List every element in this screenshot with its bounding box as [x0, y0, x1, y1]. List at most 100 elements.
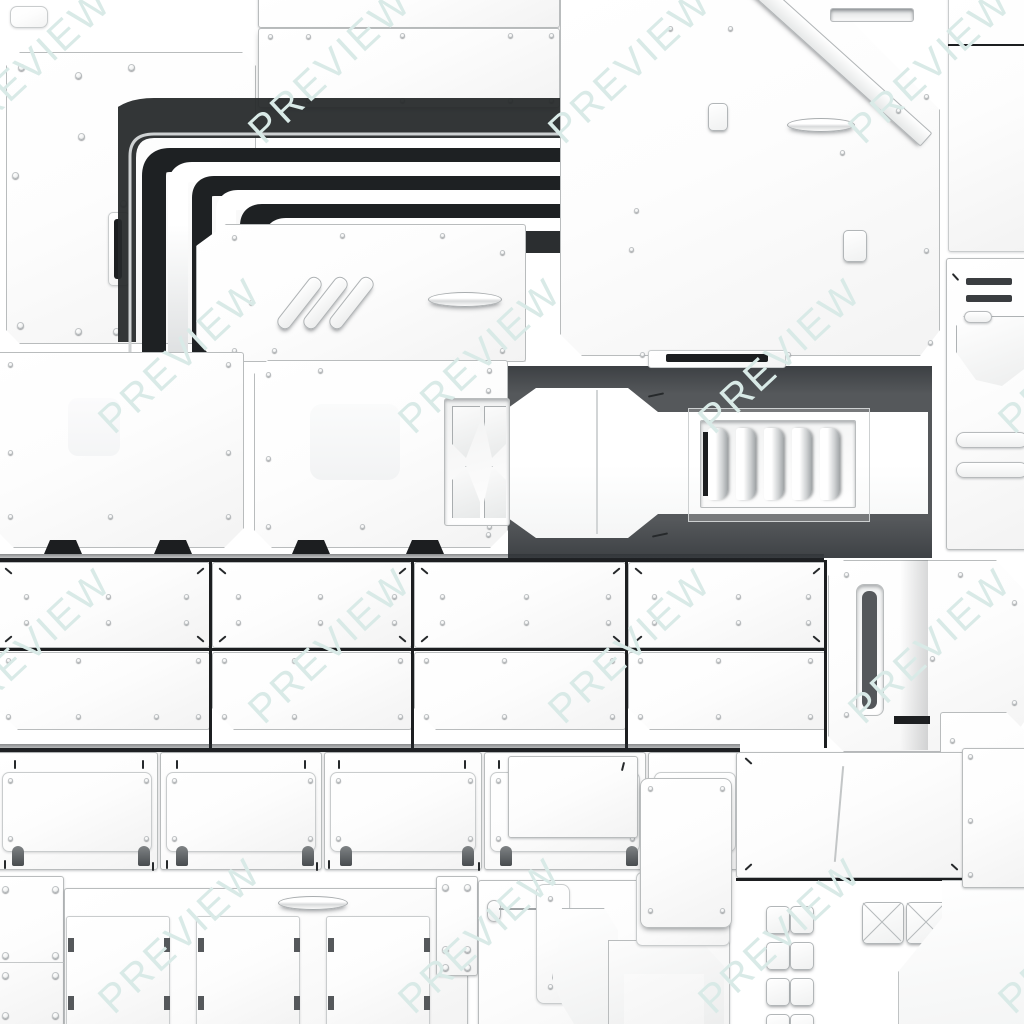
rivet	[52, 886, 59, 893]
panel-divider	[824, 560, 827, 748]
cap-button	[766, 978, 790, 1006]
top-left-tab	[10, 6, 48, 28]
rivet	[896, 108, 901, 113]
rivet	[652, 594, 657, 599]
rivet	[52, 972, 59, 979]
rivet	[806, 594, 811, 599]
right-slot	[862, 591, 877, 709]
bottom-right-left-plate	[508, 756, 638, 838]
rivet	[720, 786, 725, 791]
rivet	[508, 98, 513, 103]
rivet	[487, 524, 492, 529]
rivet	[548, 896, 553, 901]
rivet	[668, 26, 673, 31]
tick-mark	[14, 760, 16, 769]
rivet	[500, 348, 505, 353]
bottom-left-side-plate	[0, 876, 64, 1024]
rivet	[184, 594, 189, 599]
rivet	[606, 594, 611, 599]
door-latch	[424, 996, 430, 1010]
door-latch	[68, 996, 74, 1010]
vent-fin	[792, 428, 812, 500]
crossed-module-x-icon	[862, 902, 946, 942]
rivet	[610, 658, 615, 663]
rivet	[728, 26, 733, 31]
rivet	[442, 964, 449, 971]
rivet	[638, 714, 643, 719]
cap-button	[790, 906, 814, 934]
panel-divider	[209, 560, 212, 748]
rivet	[236, 620, 241, 625]
armour-panel-upper	[628, 562, 826, 648]
rivet	[172, 778, 177, 783]
rivet	[292, 714, 297, 719]
rivet	[2, 972, 9, 979]
top-right-edge-plate	[948, 0, 1024, 252]
tick-mark	[464, 760, 466, 769]
rivet	[172, 836, 177, 841]
rivet	[524, 594, 529, 599]
rivet	[508, 33, 513, 38]
top-right-slot	[830, 8, 914, 22]
door-latch	[328, 938, 334, 952]
rivet	[222, 658, 227, 663]
rivet	[249, 300, 254, 305]
rivet	[336, 836, 341, 841]
bottom-door	[66, 916, 170, 1024]
mech-knob	[487, 900, 501, 922]
rivet	[268, 34, 273, 39]
bottom-left-seam	[0, 962, 64, 963]
rivet	[154, 714, 159, 719]
rivet	[75, 72, 82, 79]
mech-arm	[552, 908, 618, 1024]
rivet	[648, 786, 653, 791]
rivet	[360, 524, 365, 529]
rivet	[424, 658, 429, 663]
door-latch	[164, 996, 170, 1010]
right-slot-notch	[894, 716, 930, 724]
cap-button	[843, 230, 867, 262]
rivet	[144, 778, 149, 783]
rivet	[968, 754, 973, 759]
rivet	[398, 714, 403, 719]
rivet	[464, 964, 471, 971]
rivet	[24, 620, 29, 625]
rivet	[652, 620, 657, 625]
rivet	[549, 98, 554, 103]
rivet	[638, 658, 643, 663]
rivet	[950, 738, 955, 743]
vent-fin	[736, 428, 756, 500]
rivet	[502, 658, 507, 663]
hatch-hinge	[462, 846, 474, 866]
rivet	[464, 884, 471, 891]
right-col-bar	[966, 295, 1012, 302]
tick-mark	[152, 862, 154, 871]
rivet	[487, 368, 492, 373]
rivet	[318, 594, 323, 599]
rivet	[464, 946, 471, 953]
rivet	[106, 620, 111, 625]
rivet	[640, 352, 645, 357]
rivet	[968, 872, 973, 877]
rivet	[958, 572, 963, 577]
rivet	[1012, 600, 1017, 605]
rivet	[12, 172, 19, 179]
rivet	[308, 836, 313, 841]
rivet	[108, 514, 113, 519]
rivet	[549, 33, 554, 38]
rivet	[196, 658, 201, 663]
cap-button	[766, 906, 790, 934]
rivet	[924, 248, 929, 253]
cap-button	[766, 942, 790, 970]
rivet	[500, 250, 505, 255]
rivet	[120, 200, 127, 207]
tick-mark	[498, 760, 500, 769]
rivet	[6, 714, 11, 719]
tick-mark	[478, 862, 480, 871]
tick-mark	[338, 760, 340, 769]
rivet	[840, 150, 845, 155]
rivet	[716, 714, 721, 719]
rivet	[440, 594, 445, 599]
rivet	[629, 247, 634, 252]
hatch-hinge	[12, 846, 24, 866]
